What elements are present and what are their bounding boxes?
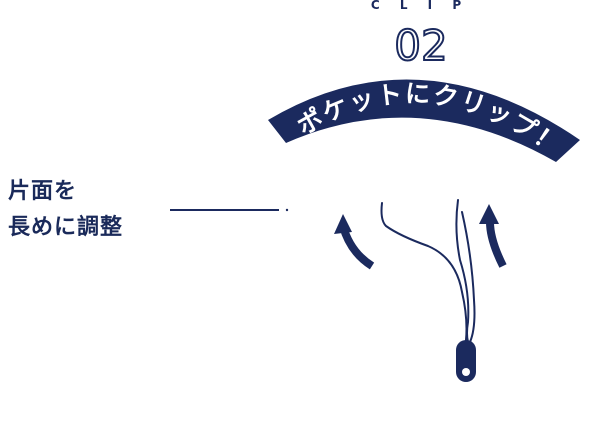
clip-arc-right-arrow-icon xyxy=(479,204,507,268)
clip-kicker: C L I P xyxy=(371,0,469,12)
clip-device-icon xyxy=(380,199,476,382)
leader-dot xyxy=(285,208,289,212)
side-instruction-line1: 片面を xyxy=(8,179,78,204)
clip-arc-left-arrow-icon xyxy=(334,214,375,270)
curved-banner xyxy=(268,79,580,162)
side-instruction: 片面を 長めに調整 xyxy=(8,174,123,246)
clip-number: 02 xyxy=(394,21,447,70)
side-instruction-line2: 長めに調整 xyxy=(8,215,124,240)
